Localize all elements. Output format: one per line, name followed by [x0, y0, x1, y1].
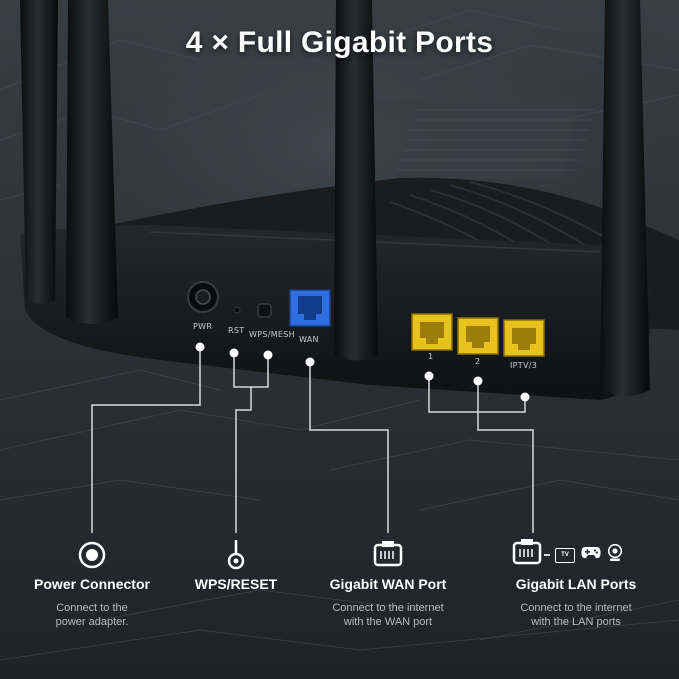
connector-lines: [91, 347, 534, 533]
antenna-2: [66, 0, 118, 324]
power-connector-icon: [12, 540, 172, 570]
reset-button-icon: [176, 540, 296, 570]
connector-dots: [195, 342, 530, 402]
wan-port: [289, 289, 331, 327]
feature-desc: Connect to the internet with the LAN por…: [520, 602, 632, 628]
circuit-texture: [0, 9, 679, 661]
ethernet-port-icon: [303, 540, 473, 570]
port-label-lan1: 1: [428, 352, 434, 361]
port-label-wan: WAN: [299, 335, 319, 344]
port-label-wps: WPS/MESH: [249, 330, 295, 339]
feature-desc: Connect to the power adapter.: [55, 602, 129, 628]
power-jack: [187, 281, 219, 313]
feature-name: Power Connector: [34, 576, 150, 592]
reset-hole: [233, 306, 241, 314]
tv-icon: TV: [555, 547, 575, 563]
lan-port-2: [457, 317, 499, 355]
link-line: [544, 554, 550, 556]
antenna-1: [20, 0, 58, 304]
antenna-4: [600, 0, 650, 396]
antennas: [20, 0, 650, 396]
gamepad-icon: [581, 546, 601, 565]
camera-icon: [607, 543, 623, 567]
antenna-3: [334, 0, 378, 361]
feature-lan-ports: TV Gigabit LAN Ports Connect to the inte…: [490, 538, 662, 629]
lan-port-3: [503, 319, 545, 357]
ethernet-port-icon: [512, 538, 542, 572]
page-title: 4 × Full Gigabit Ports: [185, 26, 494, 59]
feature-wps-reset: WPS/RESET: [176, 540, 296, 592]
feature-wan-port: Gigabit WAN Port Connect to the internet…: [303, 540, 473, 629]
port-label-lan2: 2: [475, 357, 481, 366]
wps-button: [257, 303, 272, 318]
lan-port-1: [411, 313, 453, 351]
feature-name: WPS/RESET: [194, 576, 278, 592]
feature-desc: Connect to the internet with the WAN por…: [332, 602, 444, 628]
feature-name: Gigabit LAN Ports: [515, 576, 637, 592]
feature-name: Gigabit WAN Port: [329, 576, 447, 592]
port-label-pwr: PWR: [193, 322, 213, 331]
feature-power-connector: Power Connector Connect to the power ada…: [12, 540, 172, 629]
port-label-lan3: IPTV/3: [510, 361, 538, 370]
lan-icons-row: TV: [490, 538, 662, 572]
port-label-rst: RST: [228, 326, 245, 335]
